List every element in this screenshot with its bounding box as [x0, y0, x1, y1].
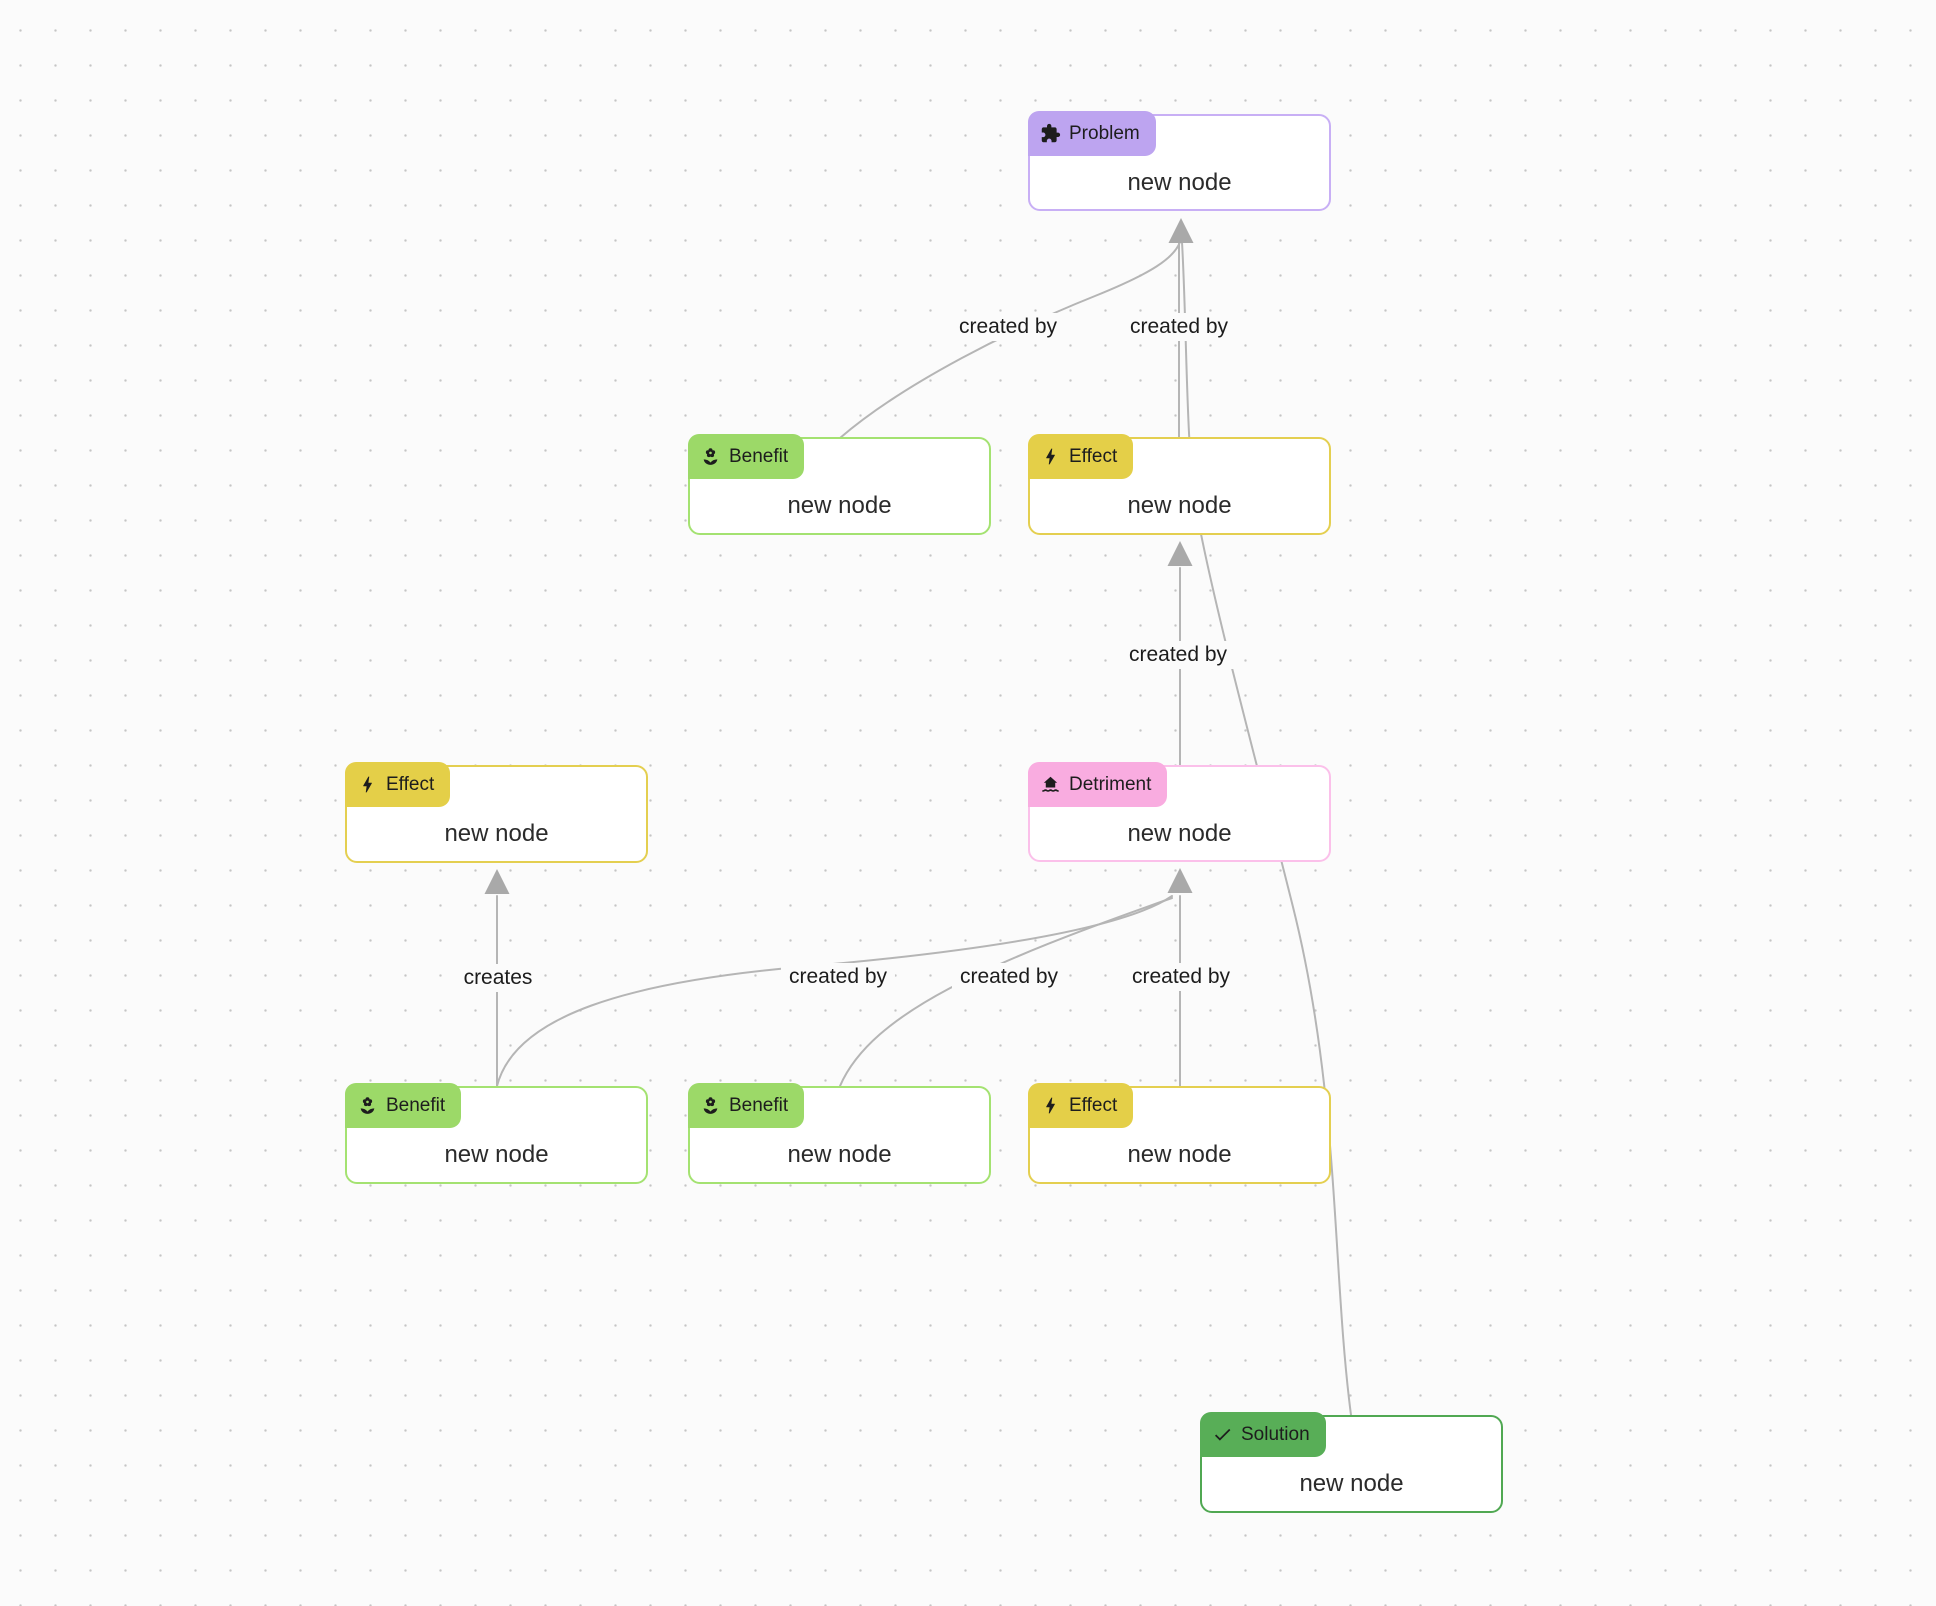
- flower-icon: [357, 1095, 378, 1116]
- node-title[interactable]: new node: [1127, 492, 1232, 519]
- edge-benefit-top-to-problem[interactable]: [839, 241, 1181, 439]
- arrowhead-icon: [1167, 541, 1193, 566]
- node-type-badge: Effect: [1028, 1083, 1134, 1128]
- node-benefit-bottom-left[interactable]: Benefit new node: [345, 1083, 648, 1184]
- node-type-label: Problem: [1069, 122, 1140, 144]
- node-title[interactable]: new node: [1127, 168, 1232, 196]
- node-type-label: Benefit: [729, 1094, 789, 1116]
- node-type-badge: Benefit: [688, 1083, 805, 1128]
- node-type-badge: Benefit: [688, 434, 805, 479]
- node-type-badge: Benefit: [345, 1083, 462, 1128]
- node-benefit-bottom-middle[interactable]: Benefit new node: [688, 1083, 991, 1184]
- node-type-badge: Effect: [345, 762, 451, 807]
- edge-label-benefit-bl-to-effect-left[interactable]: creates: [455, 964, 541, 992]
- node-type-badge: Effect: [1028, 434, 1134, 479]
- node-detriment[interactable]: Detriment new node: [1028, 762, 1331, 862]
- node-effect-left[interactable]: Effect new node: [345, 762, 648, 863]
- node-type-label: Benefit: [386, 1094, 446, 1116]
- arrowhead-icon: [484, 869, 510, 894]
- puzzle-icon: [1040, 123, 1061, 144]
- node-type-label: Effect: [1069, 445, 1118, 467]
- arrowhead-icon: [1168, 218, 1194, 243]
- node-solution[interactable]: Solution new node: [1200, 1412, 1503, 1513]
- edge-label-benefit-top-to-problem[interactable]: created by: [950, 313, 1066, 341]
- node-type-badge: Detriment: [1028, 762, 1168, 807]
- node-type-label: Benefit: [729, 445, 789, 467]
- edge-label-benefit-bl-to-detriment[interactable]: created by: [780, 963, 896, 991]
- flood-icon: [1040, 774, 1061, 795]
- node-effect-bottom[interactable]: Effect new node: [1028, 1083, 1331, 1184]
- node-title[interactable]: new node: [1127, 819, 1232, 847]
- node-effect-top[interactable]: Effect new node: [1028, 434, 1331, 535]
- edge-label-effect-top-to-problem[interactable]: created by: [1121, 313, 1237, 341]
- node-benefit-top[interactable]: Benefit new node: [688, 434, 991, 535]
- edge-label-effect-bottom-to-detriment[interactable]: created by: [1123, 963, 1239, 991]
- node-title[interactable]: new node: [444, 820, 549, 847]
- edge-benefit-mid-to-detriment[interactable]: [839, 897, 1173, 1087]
- node-type-label: Effect: [386, 773, 435, 795]
- bolt-icon: [357, 774, 378, 795]
- node-type-badge: Problem: [1028, 111, 1156, 156]
- flower-icon: [700, 1095, 721, 1116]
- bolt-icon: [1040, 446, 1061, 467]
- edge-label-benefit-mid-to-detriment[interactable]: created by: [951, 963, 1067, 991]
- edge-solution-to-problem[interactable]: [1181, 241, 1352, 1416]
- node-type-label: Effect: [1069, 1094, 1118, 1116]
- node-title[interactable]: new node: [787, 1141, 892, 1168]
- bolt-icon: [1040, 1095, 1061, 1116]
- node-title[interactable]: new node: [1299, 1470, 1404, 1497]
- node-type-label: Solution: [1241, 1423, 1310, 1445]
- edge-label-detriment-to-effect-top[interactable]: created by: [1120, 641, 1236, 669]
- node-type-label: Detriment: [1069, 773, 1152, 795]
- node-title[interactable]: new node: [1127, 1141, 1232, 1168]
- arrowhead-icon: [1167, 868, 1193, 893]
- node-type-badge: Solution: [1200, 1412, 1326, 1457]
- node-title[interactable]: new node: [787, 492, 892, 519]
- edge-benefit-bl-to-detriment[interactable]: [496, 895, 1173, 1087]
- node-title[interactable]: new node: [444, 1141, 549, 1168]
- flower-icon: [700, 446, 721, 467]
- check-icon: [1212, 1424, 1233, 1445]
- node-problem[interactable]: Problem new node: [1028, 111, 1331, 211]
